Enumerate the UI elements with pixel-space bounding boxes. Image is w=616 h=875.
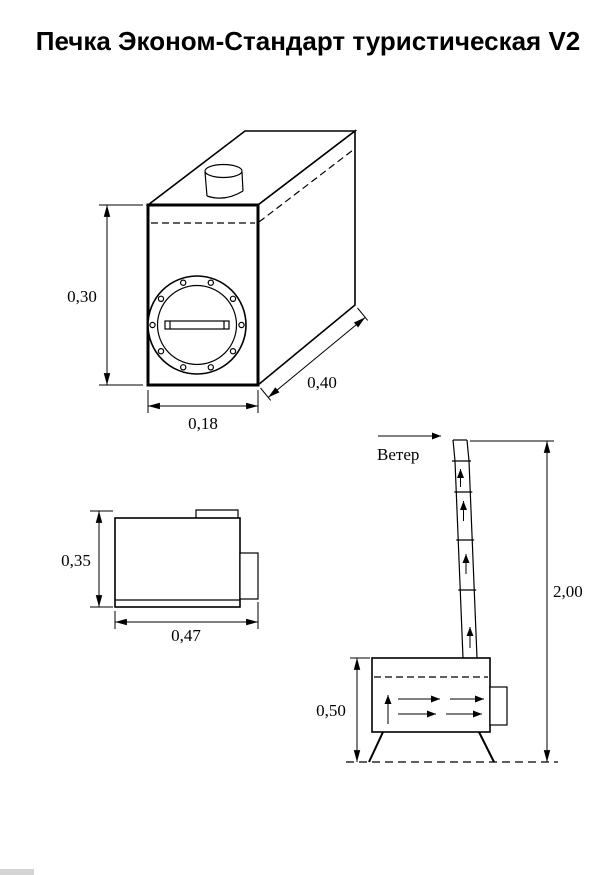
dim-label-depth: 0,40	[307, 373, 337, 392]
dim-label-height: 0,30	[67, 287, 97, 306]
firebox-body	[371, 657, 491, 733]
dim-label-side-length: 0,47	[171, 626, 201, 645]
dimension-total-height: 2,00	[470, 440, 583, 762]
dim-label-side-height: 0,35	[61, 551, 91, 570]
dimension-width: 0,18	[147, 390, 259, 433]
dimension-height: 0,30	[67, 204, 143, 386]
assembly-view: Ветер	[316, 432, 583, 763]
dimension-side-height: 0,35	[61, 510, 113, 608]
side-view: 0,35 0,47	[61, 509, 259, 645]
side-door	[239, 552, 259, 600]
chimney-flow-arrows	[457, 469, 474, 648]
stove-door	[147, 275, 247, 375]
door-inner-ring	[156, 284, 238, 366]
dimension-side-length: 0,47	[114, 602, 259, 645]
side-body	[114, 517, 241, 608]
dim-label-width: 0,18	[188, 414, 218, 433]
right-leg	[478, 731, 495, 763]
dimension-firebox-height: 0,50	[316, 657, 370, 762]
door-handle	[164, 320, 230, 330]
page-title: Печка Эконом-Стандарт туристическая V2	[36, 26, 581, 56]
dim-label-total-height: 2,00	[553, 582, 583, 601]
chimney-stub	[204, 163, 244, 199]
wind-label: Ветер	[377, 445, 419, 464]
dimension-depth: 0,40	[260, 307, 369, 401]
scan-artifact	[0, 869, 34, 875]
left-leg	[368, 731, 384, 763]
dim-label-firebox-height: 0,50	[316, 701, 346, 720]
iso-view: 0,30 0,18 0,40	[67, 129, 369, 433]
door-bolts	[149, 279, 245, 371]
side-chimney-collar	[195, 509, 239, 518]
chimney-pipe	[452, 439, 478, 659]
firebox-flow-arrows	[384, 695, 484, 724]
seam-dashed-side	[258, 149, 354, 223]
firebox-door	[489, 686, 508, 726]
